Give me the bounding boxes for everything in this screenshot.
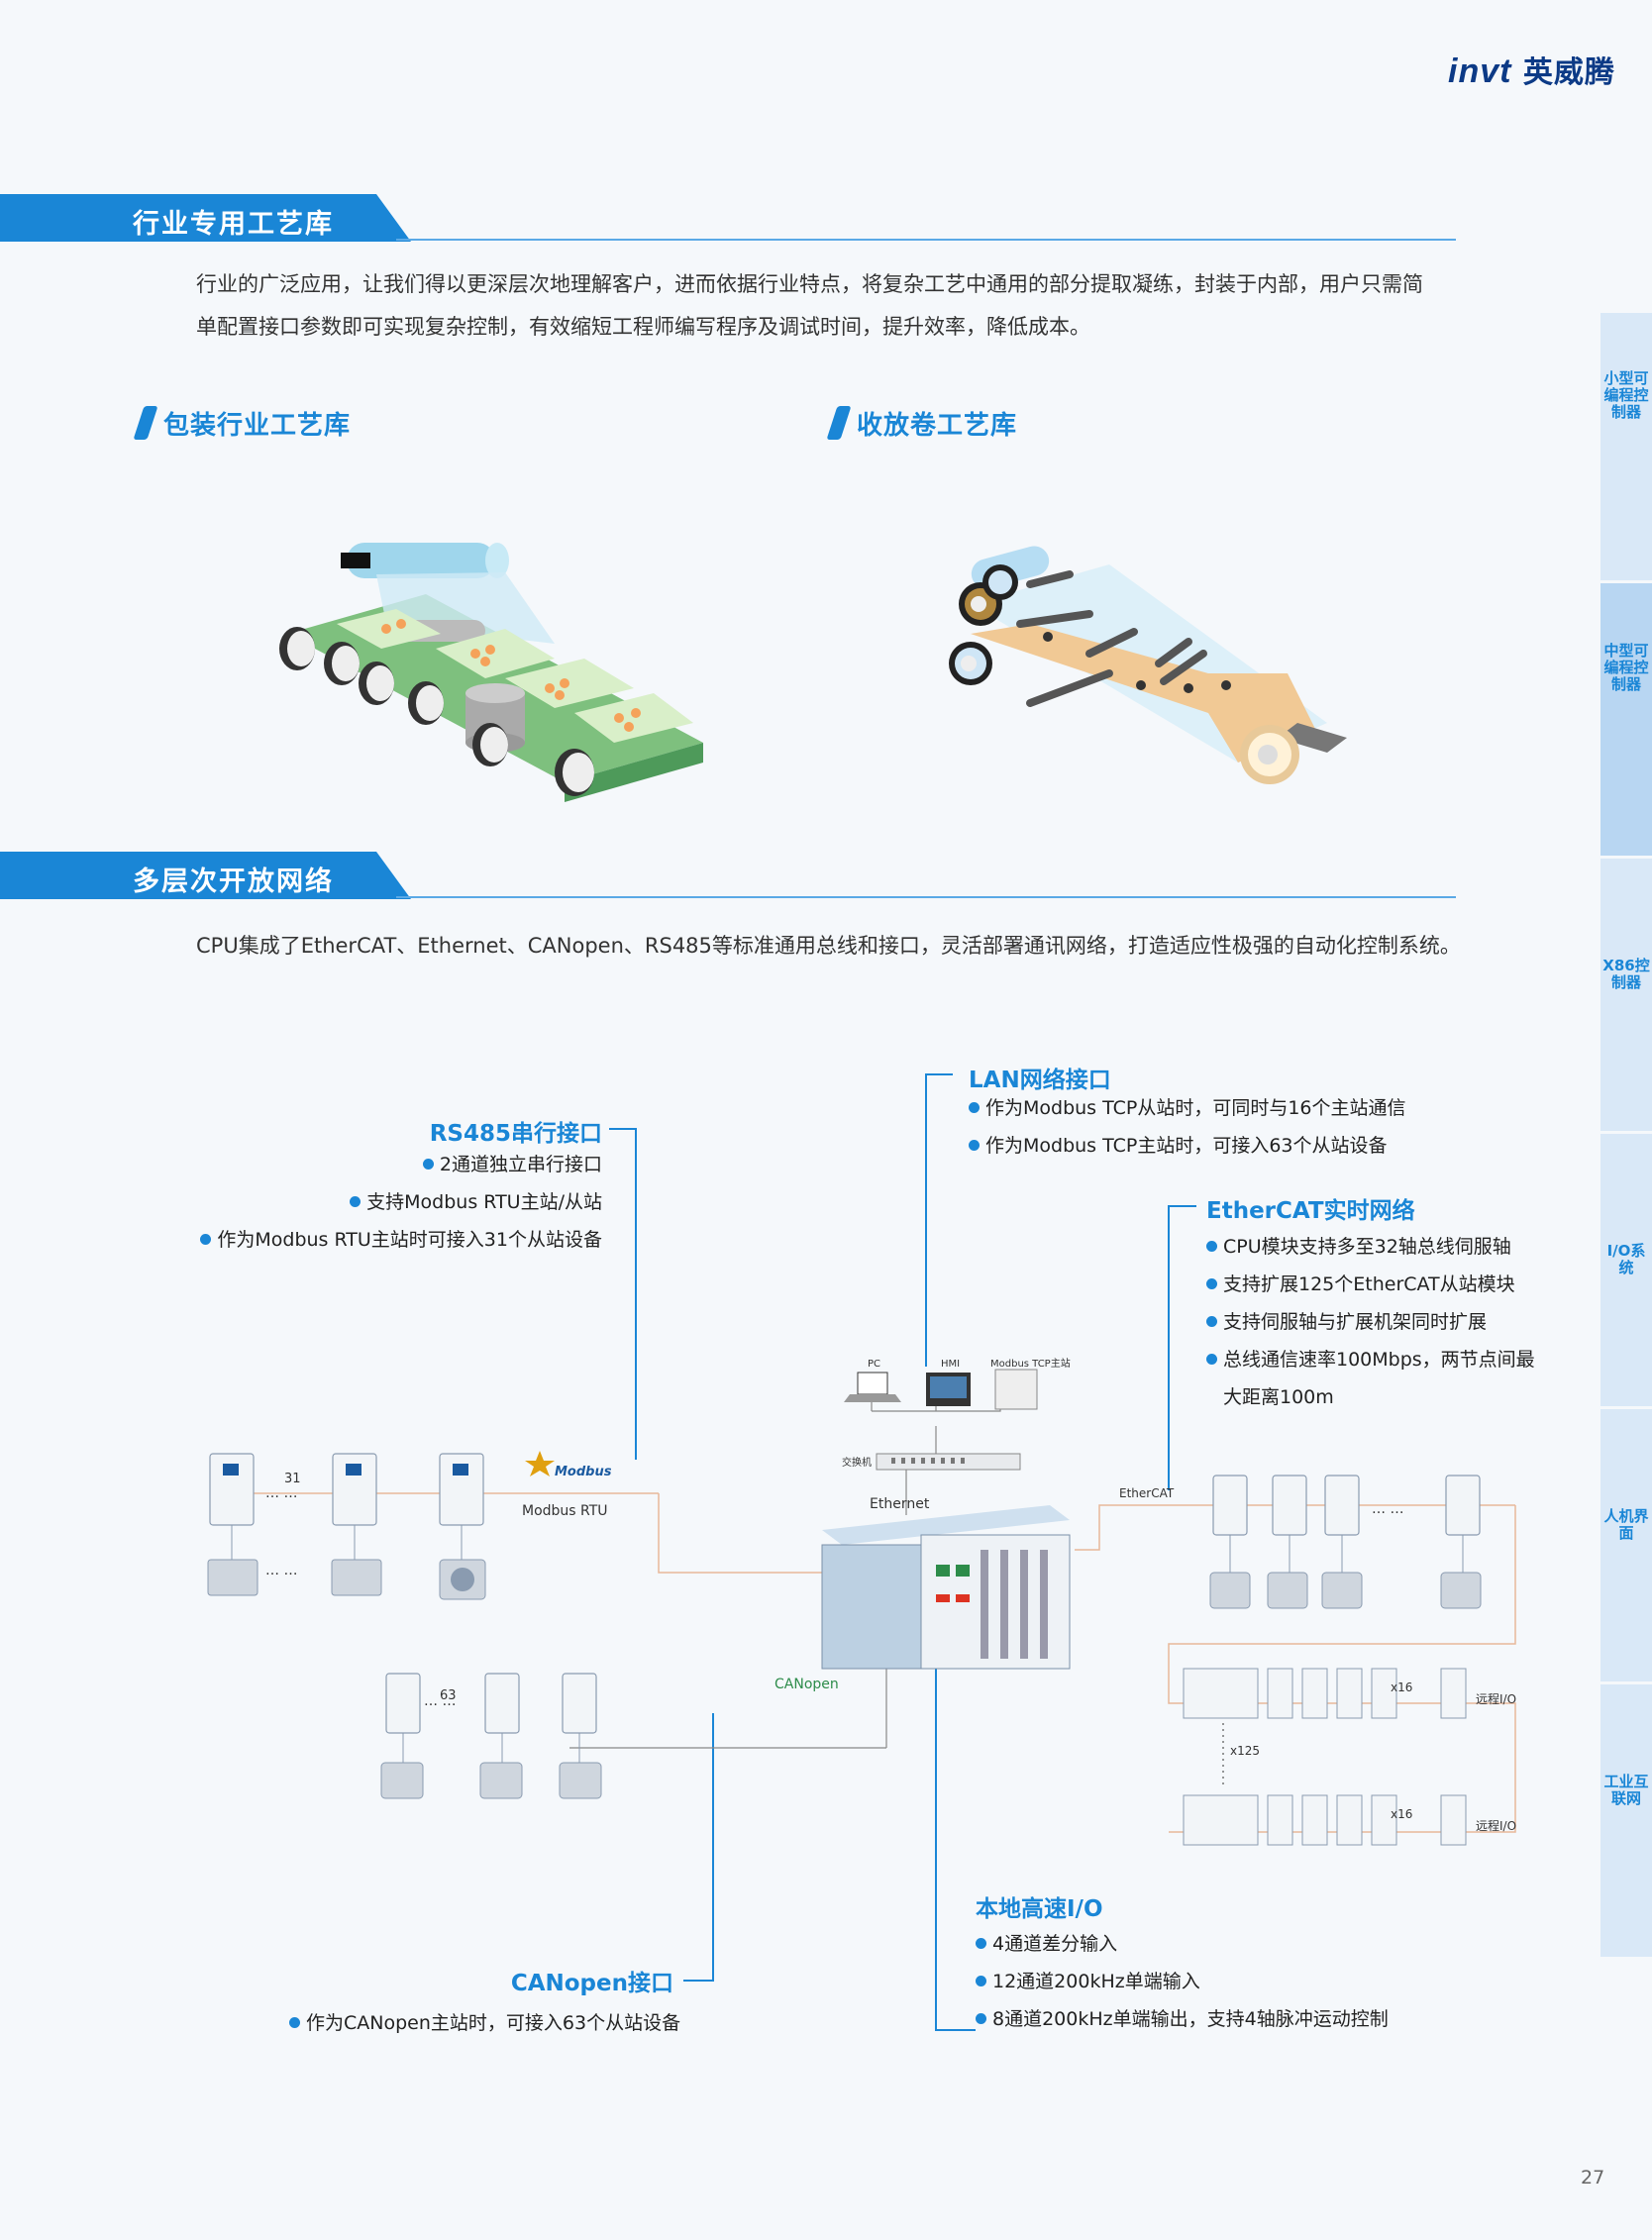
bullet-item: 2通道独立串行接口 xyxy=(200,1146,602,1183)
ellipsis: … … xyxy=(1372,1501,1403,1517)
ellipsis: … … xyxy=(265,1563,297,1578)
ethercat-logo-text: EtherCAT xyxy=(1119,1486,1175,1500)
subhead-packaging: 包装行业工艺库 xyxy=(163,411,352,441)
rs485-label: RS485串行接口 xyxy=(429,1121,602,1147)
slash-icon xyxy=(133,406,158,440)
modbus-rtu-label: Modbus RTU xyxy=(522,1503,608,1519)
highspeed-io-bullets: 4通道差分输入 12通道200kHz单端输入 8通道200kHz单端输出，支持4… xyxy=(976,1925,1389,2038)
bullet-item: 作为Modbus TCP从站时，可同时与16个主站通信 xyxy=(969,1089,1406,1127)
bullet-item: 支持Modbus RTU主站/从站 xyxy=(200,1183,602,1221)
bullet-item: CPU模块支持多至32轴总线伺服轴 xyxy=(1206,1228,1535,1266)
remote-io-label-b: 远程I/O xyxy=(1476,1818,1516,1833)
section1-paragraph: 行业的广泛应用，让我们得以更深层次地理解客户，进而依据行业特点，将复杂工艺中通用… xyxy=(196,272,1423,339)
sidebar-item-small-plc[interactable]: 小型可编程控制器 xyxy=(1600,313,1652,583)
bullet-item: 作为Modbus TCP主站时，可接入63个从站设备 xyxy=(969,1127,1406,1165)
rs485-bullets: 2通道独立串行接口 支持Modbus RTU主站/从站 作为Modbus RTU… xyxy=(200,1146,602,1259)
highspeed-io-label: 本地高速I/O xyxy=(976,1896,1103,1922)
count-x16-b: x16 xyxy=(1391,1807,1412,1821)
logo-latin: invt xyxy=(1448,52,1512,90)
section-title: 行业专用工艺库 xyxy=(133,209,334,240)
bullet-continuation: 大距离100m xyxy=(1223,1386,1334,1408)
sidebar-item-iiot[interactable]: 工业互联网 xyxy=(1600,1684,1652,1960)
count-63: 63 xyxy=(440,1688,457,1703)
section-banner-process-library: 行业专用工艺库 xyxy=(0,194,1466,242)
section2-paragraph: CPU集成了EtherCAT、Ethernet、CANopen、RS485等标准… xyxy=(196,934,1461,958)
ethercat-label: EtherCAT实时网络 xyxy=(1206,1198,1415,1224)
bullet-item: 作为CANopen主站时，可接入63个从站设备 xyxy=(289,2004,680,2042)
bullet-item: 8通道200kHz单端输出，支持4轴脉冲运动控制 xyxy=(976,2000,1389,2038)
canopen-line-label: CANopen xyxy=(774,1677,839,1692)
tcp-label: Modbus TCP主站 xyxy=(990,1357,1071,1370)
remote-io-label-a: 远程I/O xyxy=(1476,1691,1516,1706)
sidebar-item-medium-plc[interactable]: 中型可编程控制器 xyxy=(1600,583,1652,859)
bullet-item: 总线通信速率100Mbps，两节点间最 xyxy=(1206,1341,1535,1378)
logo-cn: 英威腾 xyxy=(1522,55,1615,90)
slash-icon xyxy=(826,406,852,440)
network-diagram: PC HMI Modbus TCP主站 交换机 Ethernet CANopen… xyxy=(207,1073,1516,2031)
winding-illustration xyxy=(949,546,1347,784)
canopen-bullets: 作为CANopen主站时，可接入63个从站设备 xyxy=(289,2004,680,2042)
lan-label: LAN网络接口 xyxy=(969,1068,1111,1093)
switch-label: 交换机 xyxy=(842,1456,872,1469)
bullet-item: 支持伺服轴与扩展机架同时扩展 xyxy=(1206,1303,1535,1341)
section-banner-open-network: 多层次开放网络 xyxy=(0,852,1466,899)
modbus-logo-text: Modbus xyxy=(555,1465,612,1479)
ethernet-label: Ethernet xyxy=(870,1496,930,1512)
canopen-label: CANopen接口 xyxy=(510,1971,673,1996)
bullet-item: 支持扩展125个EtherCAT从站模块 xyxy=(1206,1266,1535,1303)
bullet-item: 4通道差分输入 xyxy=(976,1925,1389,1963)
count-x125: x125 xyxy=(1230,1744,1260,1758)
count-x16-a: x16 xyxy=(1391,1680,1412,1694)
page-number: 27 xyxy=(1581,2167,1605,2189)
subhead-winding: 收放卷工艺库 xyxy=(857,411,1018,441)
ellipsis: … … xyxy=(424,1693,456,1709)
ethercat-bullets: CPU模块支持多至32轴总线伺服轴 支持扩展125个EtherCAT从站模块 支… xyxy=(1206,1228,1535,1416)
pc-label: PC xyxy=(868,1359,880,1370)
section-title: 多层次开放网络 xyxy=(133,866,334,897)
ellipsis: … … xyxy=(265,1485,297,1501)
bullet-item: 作为Modbus RTU主站时可接入31个从站设备 xyxy=(200,1221,602,1259)
lan-bullets: 作为Modbus TCP从站时，可同时与16个主站通信 作为Modbus TCP… xyxy=(969,1089,1406,1165)
sidebar-item-x86[interactable]: X86控制器 xyxy=(1600,859,1652,1134)
packaging-illustration xyxy=(279,543,703,802)
bullet-item: 12通道200kHz单端输入 xyxy=(976,1963,1389,2000)
brand-logo: invt 英威腾 xyxy=(1448,48,1615,91)
sidebar-item-hmi[interactable]: 人机界面 xyxy=(1600,1409,1652,1684)
hmi-label: HMI xyxy=(941,1359,960,1370)
sidebar-item-io-system[interactable]: I/O系统 xyxy=(1600,1134,1652,1409)
count-31: 31 xyxy=(284,1472,301,1486)
